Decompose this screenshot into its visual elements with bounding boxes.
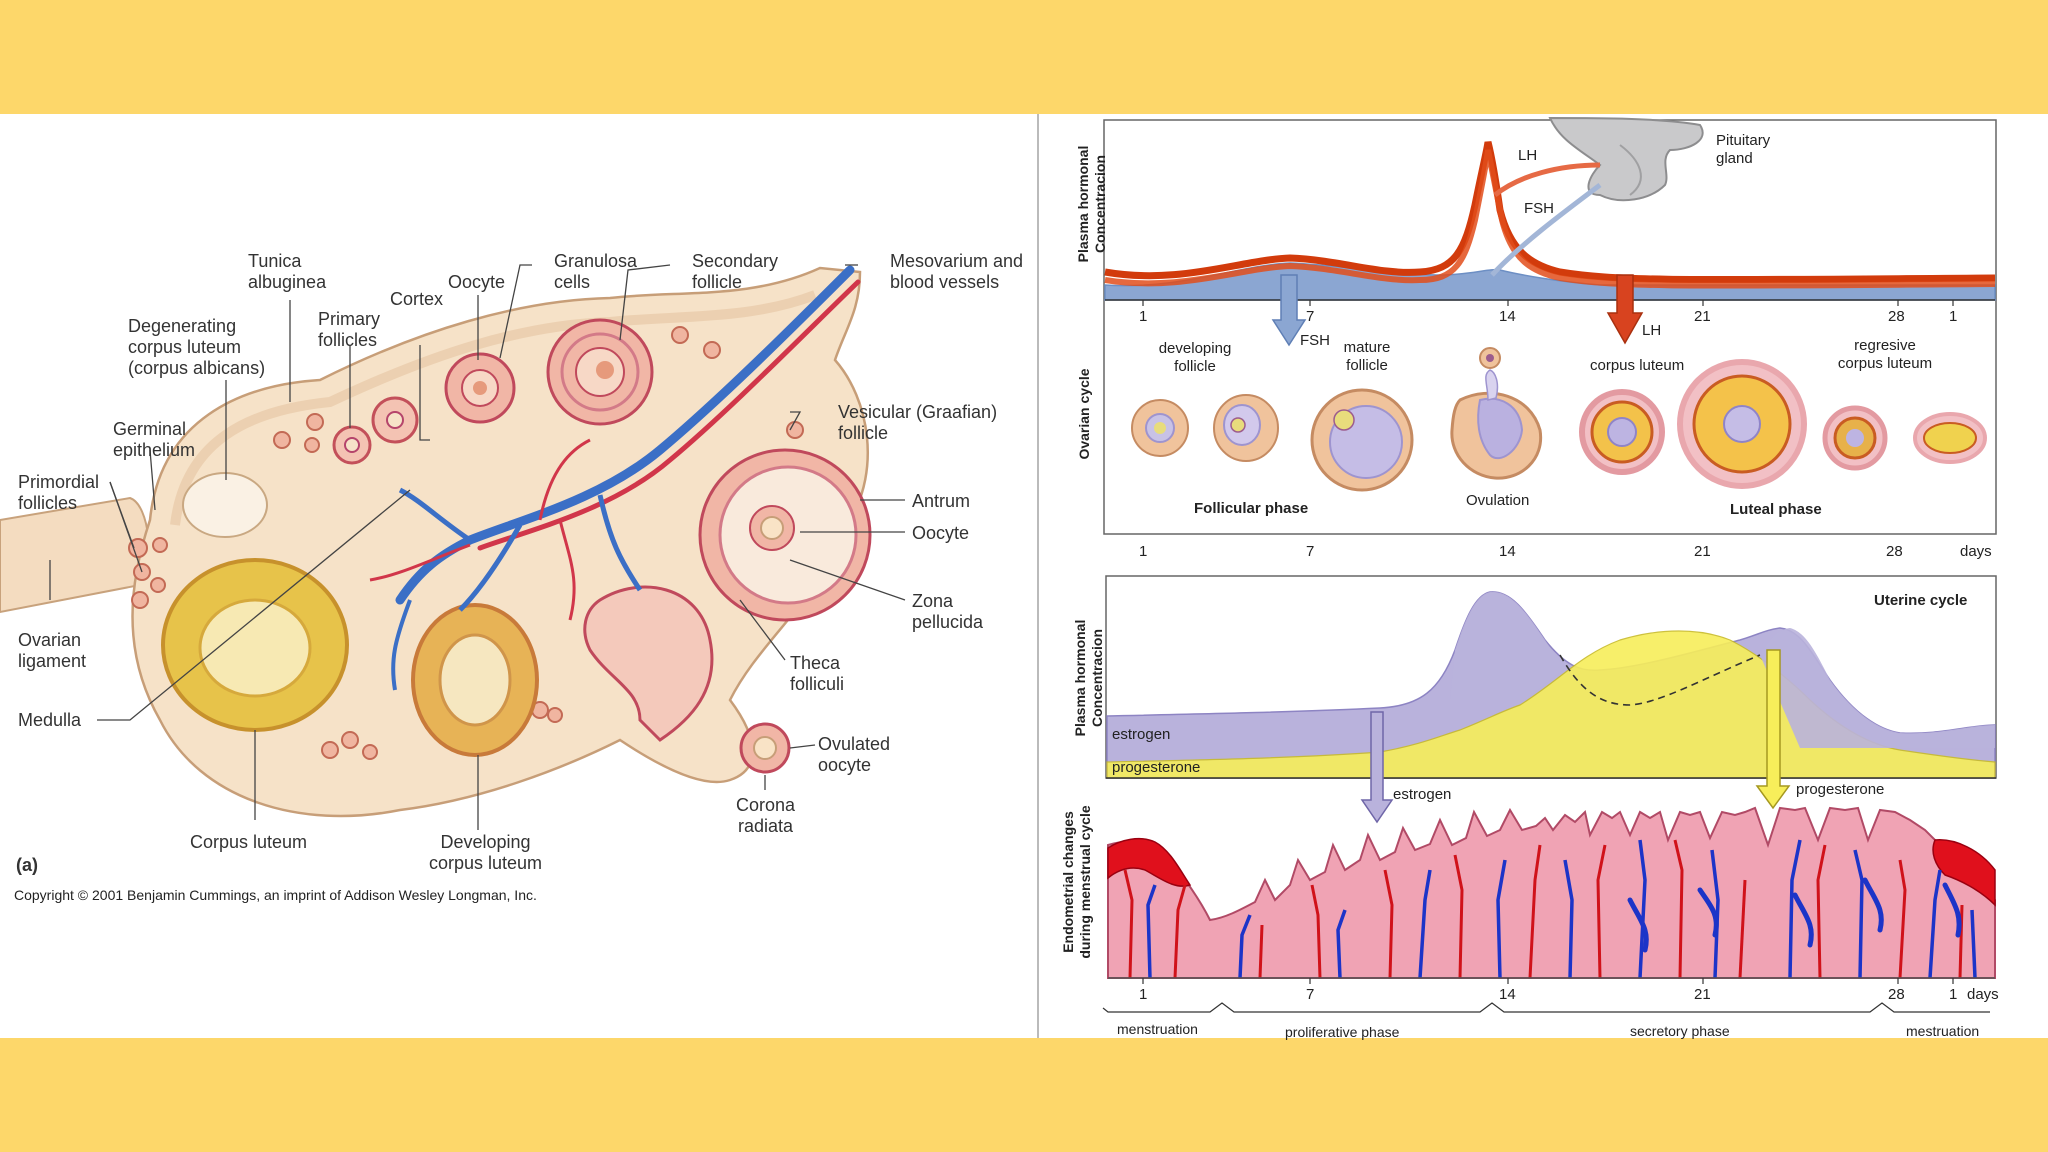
copyright-notice: Copyright © 2001 Benjamin Cummings, an i… (14, 887, 537, 903)
mid-axis-day-14: 14 (1499, 543, 1516, 560)
label-degenerating-corpus-luteum: Degenerating corpus luteum (corpus albic… (128, 316, 266, 378)
label-theca-folliculi: Theca folliculi (790, 653, 845, 694)
lh-down-arrow (1606, 274, 1644, 345)
label-regressive-corpus-luteum: regresive corpus luteum (1837, 337, 1933, 372)
label-granulosa-cells: Granulosa cells (554, 251, 638, 292)
phase-secretory: secretory phase (1630, 1023, 1730, 1039)
pituitary-label: Pituitary gland (1716, 132, 1771, 167)
endometrium-ylabel: Endometrial changes during menstrual cyc… (1060, 805, 1093, 959)
top-axis-day-21: 21 (1694, 308, 1711, 325)
endometrium-illustration (1102, 806, 1996, 1013)
fsh-label: FSH (1524, 200, 1554, 217)
lh-label: LH (1518, 147, 1538, 164)
fsh-arrow-label: FSH (1300, 332, 1330, 349)
phase-proliferative: proliferative phase (1285, 1024, 1400, 1040)
label-corpus-luteum: Corpus luteum (190, 832, 308, 852)
label-ovulation: Ovulation (1466, 492, 1530, 509)
label-oocyte-top: Oocyte (448, 272, 506, 292)
blood-vessel-artery (477, 279, 861, 551)
label-corona-radiata: Corona radiata (736, 795, 796, 836)
hormone-chart-ylabel: Plasma hormonal Concentracion (1075, 145, 1108, 263)
top-banner (0, 0, 2048, 114)
bottom-axis-day-7: 7 (1306, 986, 1315, 1003)
phase-menstruation: menstruation (1117, 1021, 1198, 1037)
label-ovulated-oocyte: Ovulated oocyte (818, 734, 891, 775)
ovarian-cycle-stages (1131, 347, 1987, 492)
lh-release-arrow (1493, 162, 1601, 197)
label-ovarian-ligament: Ovarian ligament (18, 630, 87, 671)
label-tunica-albuginea: Tunica albuginea (248, 251, 327, 292)
label-zona-pellucida: Zona pellucida (912, 591, 984, 632)
mid-axis-unit: days (1960, 543, 1992, 560)
lh-arrow-label: LH (1642, 322, 1662, 339)
label-developing-follicle: developing follicle (1158, 340, 1232, 375)
label-mature-follicle: mature follicle (1343, 339, 1391, 374)
label-oocyte-right: Oocyte (912, 523, 970, 543)
endometrium-tissue (1107, 806, 1996, 979)
label-primary-follicles: Primary follicles (318, 309, 380, 350)
hormone-chart (1103, 116, 1997, 535)
bottom-axis-day-21: 21 (1694, 986, 1711, 1003)
estrogen-arrow-label: estrogen (1393, 786, 1452, 803)
label-luteal-phase: Luteal phase (1730, 501, 1822, 518)
estrogen-series-label: estrogen (1112, 726, 1171, 743)
progesterone-arrow-label: progesterone (1796, 781, 1885, 798)
figure-letter: (a) (16, 855, 38, 875)
label-developing-corpus-luteum: Developing corpus luteum (429, 832, 543, 873)
bottom-axis-day-14: 14 (1499, 986, 1516, 1003)
mid-axis-day-21: 21 (1694, 543, 1711, 560)
label-germinal-epithelium: Germinal epithelium (113, 419, 196, 460)
top-axis-day-28: 28 (1888, 308, 1905, 325)
mid-axis-day-28: 28 (1886, 543, 1903, 560)
top-axis-day-7: 7 (1306, 308, 1315, 325)
uterine-chart-ylabel: Plasma hormonal Concentracion (1072, 619, 1105, 737)
fsh-release-arrow (1490, 183, 1602, 277)
top-axis-day-1: 1 (1139, 308, 1148, 325)
bottom-axis-day-28: 28 (1888, 986, 1905, 1003)
progesterone-down-arrow (1755, 649, 1791, 810)
mid-axis-day-7: 7 (1306, 543, 1315, 560)
corpus-albicans (182, 472, 268, 538)
ruptured-follicle (583, 585, 714, 742)
fsh-down-arrow (1271, 274, 1307, 347)
bottom-banner (0, 1038, 2048, 1152)
label-secondary-follicle: Secondary follicle (692, 251, 779, 292)
menstrual-bleed-right (1932, 839, 1996, 907)
label-cortex: Cortex (390, 289, 444, 309)
ovary-illustration (0, 265, 872, 818)
label-stage-corpus-luteum: corpus luteum (1590, 357, 1685, 374)
uterine-chart-title: Uterine cycle (1874, 592, 1968, 609)
label-mesovarium: Mesovarium and blood vessels (890, 251, 1024, 292)
bottom-axis-day-1b: 1 (1949, 986, 1958, 1003)
uterine-chart (1105, 575, 1997, 824)
label-antrum: Antrum (912, 491, 971, 511)
label-vesicular-follicle: Vesicular (Graafian) follicle (838, 402, 998, 443)
bottom-axis-day-1: 1 (1139, 986, 1148, 1003)
ovary-leader-lines (49, 264, 906, 830)
top-axis-day-1b: 1 (1949, 308, 1958, 325)
label-follicular-phase: Follicular phase (1194, 500, 1309, 517)
ovarian-cycle-ylabel: Ovarian cycle (1076, 368, 1092, 460)
top-axis-day-14: 14 (1499, 308, 1516, 325)
mid-axis-day-1: 1 (1139, 543, 1148, 560)
bottom-axis-unit: days (1967, 986, 1999, 1003)
estrogen-down-arrow (1360, 711, 1394, 824)
menstrual-bleed-left (1107, 837, 1192, 887)
label-primordial-follicles: Primordial follicles (18, 472, 100, 513)
progesterone-series-label: progesterone (1112, 759, 1201, 776)
phase-mestruation: mestruation (1906, 1023, 1980, 1039)
label-medulla: Medulla (18, 710, 82, 730)
